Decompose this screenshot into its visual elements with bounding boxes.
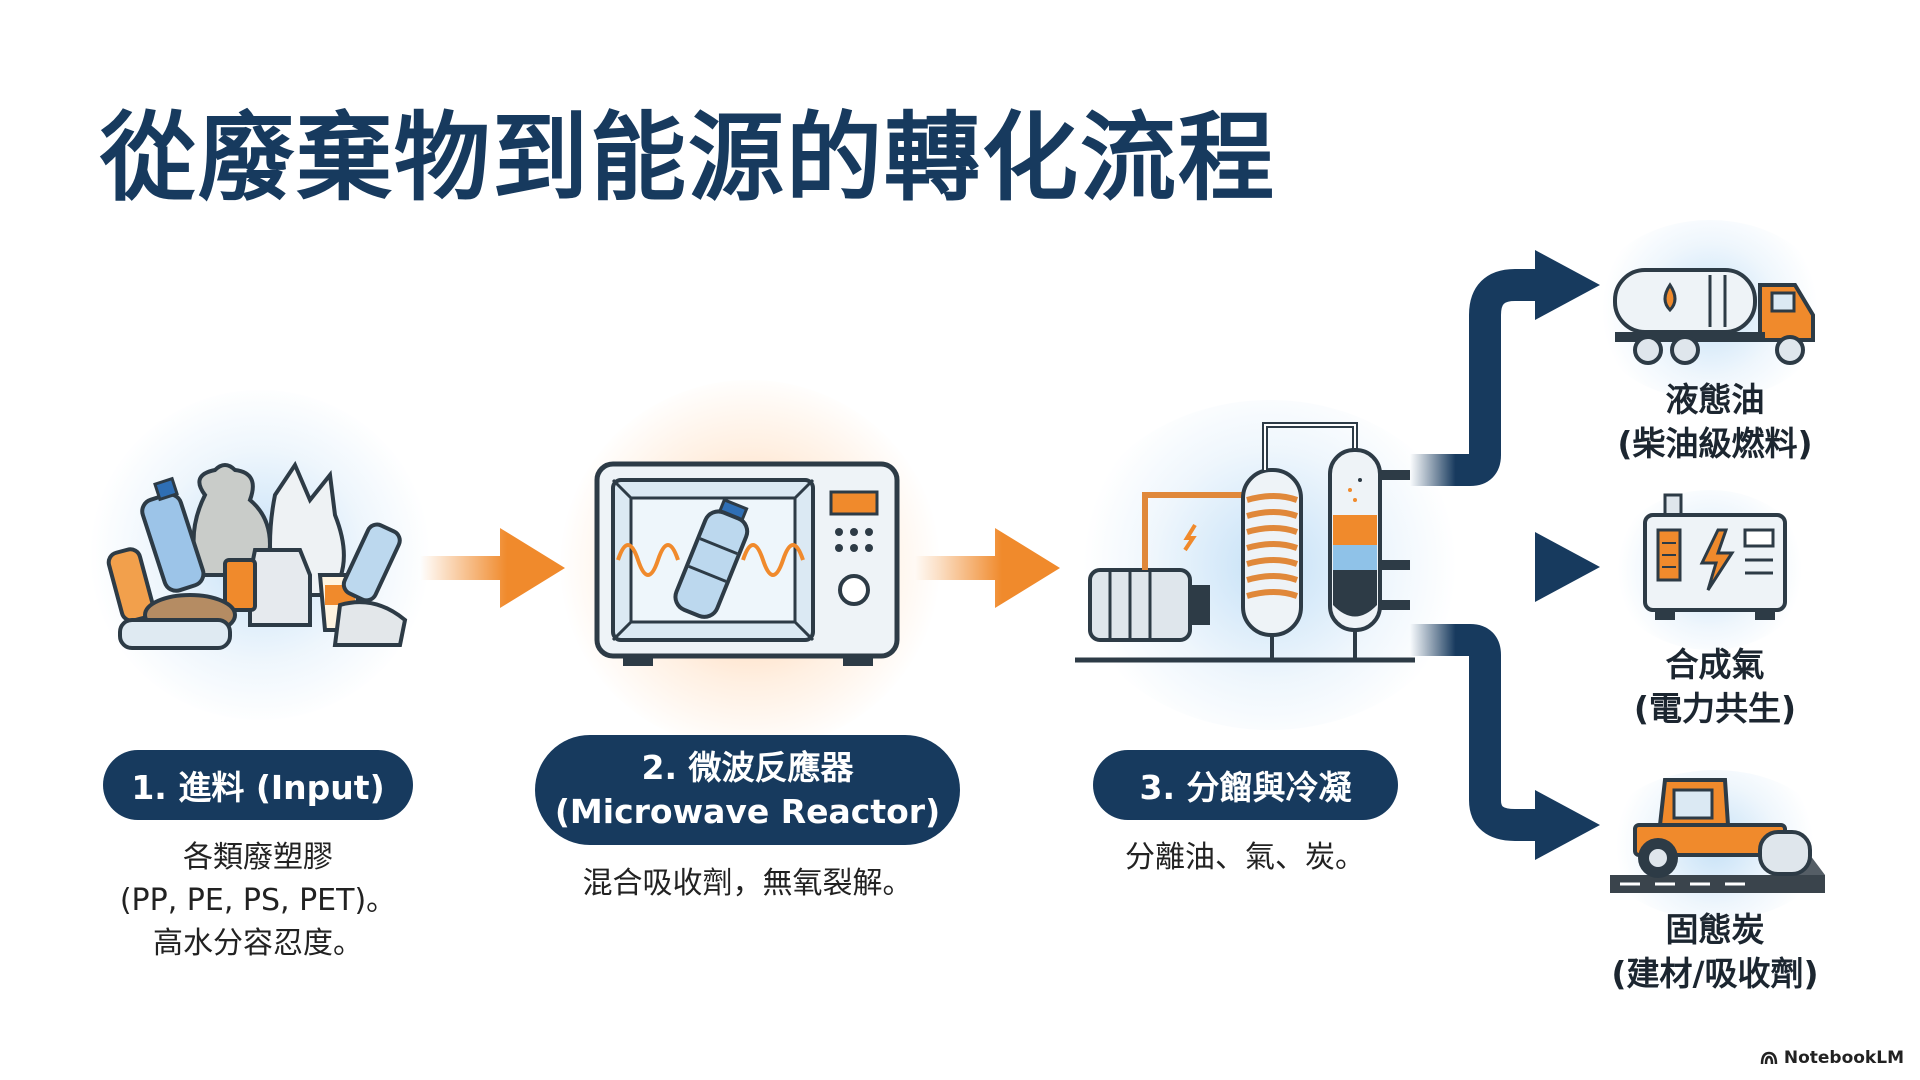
notebooklm-branding: NotebookLM: [1760, 1048, 1904, 1068]
step-2-desc-line-1: 混合吸收劑，無氧裂解。: [582, 866, 913, 901]
output-char-label: 固態炭 (建材/吸收劑): [1580, 908, 1850, 996]
step-3-desc-line-1: 分離油、氣、炭。: [1125, 840, 1365, 875]
distillation-unit-icon: [1075, 422, 1415, 663]
output-syngas-sub: (電力共生): [1633, 689, 1797, 728]
step-2-description: 混合吸收劑，無氧裂解。: [540, 862, 955, 905]
waste-plastic-pile-icon: [106, 460, 408, 650]
microwave-reactor-icon: [594, 461, 900, 666]
output-liquid-oil-name: 液態油: [1665, 380, 1765, 419]
step-2-label: 2. 微波反應器 (Microwave Reactor): [535, 735, 960, 845]
step-1-label-text: 1. 進料 (Input): [131, 768, 385, 807]
output-char-name: 固態炭: [1665, 910, 1765, 949]
step-1-desc-line-2: (PP, PE, PS, PET)。: [119, 883, 397, 918]
step-1-desc-line-1: 各類廢塑膠: [183, 840, 333, 875]
step-3-description: 分離油、氣、炭。: [1095, 836, 1395, 879]
step-1-desc-line-3: 高水分容忍度。: [153, 926, 363, 961]
step-3-label: 3. 分餾與冷凝: [1093, 750, 1398, 820]
output-liquid-oil-sub: (柴油級燃料): [1617, 424, 1813, 463]
notebooklm-logo-icon: [1760, 1051, 1778, 1065]
road-roller-icon: [1610, 778, 1825, 893]
output-char-sub: (建材/吸收劑): [1611, 954, 1819, 993]
step-2-label-line1: 2. 微波反應器: [641, 748, 854, 787]
step-1-description: 各類廢塑膠 (PP, PE, PS, PET)。 高水分容忍度。: [98, 836, 418, 965]
flow-arrow-1-icon: [420, 528, 565, 608]
step-2-label-line2: (Microwave Reactor): [554, 792, 941, 831]
generator-icon: [1643, 493, 1787, 620]
output-syngas-label: 合成氣 (電力共生): [1595, 643, 1835, 731]
branding-text: NotebookLM: [1783, 1048, 1904, 1068]
output-syngas-name: 合成氣: [1665, 645, 1765, 684]
branch-arrows-icon: [1410, 250, 1600, 860]
fuel-tanker-truck-icon: [1613, 268, 1815, 365]
step-3-label-text: 3. 分餾與冷凝: [1139, 768, 1352, 807]
flow-arrow-2-icon: [915, 528, 1060, 608]
page-title: 從廢棄物到能源的轉化流程: [100, 102, 1276, 214]
output-liquid-oil-label: 液態油 (柴油級燃料): [1595, 378, 1835, 466]
step-1-label: 1. 進料 (Input): [103, 750, 413, 820]
